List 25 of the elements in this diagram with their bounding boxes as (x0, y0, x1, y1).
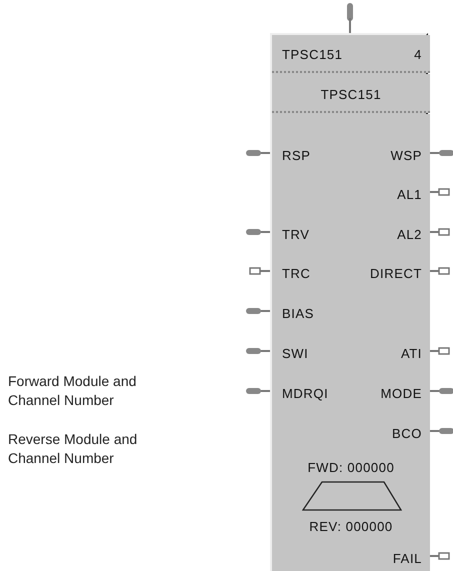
trapezoid-symbol (302, 481, 402, 511)
pin-label: SWI (282, 346, 308, 360)
header-band (272, 35, 430, 73)
pin-label: RSP (282, 148, 311, 162)
pin-label: DIRECT (370, 266, 422, 280)
pin-label: TRC (282, 266, 311, 280)
pin-label: REV: 000000 (309, 518, 393, 534)
block-tag: TPSC151 (282, 46, 343, 62)
pin-label: FAIL (392, 550, 422, 566)
pin-label: BIAS (282, 306, 314, 320)
pin-label: MDRQI (282, 386, 328, 400)
pin-label: FWD: 000000 (308, 460, 394, 474)
pin-label: WSP (390, 148, 422, 162)
annotation-text: Forward Module and Channel Number (8, 372, 138, 410)
pin-label: BCO (392, 426, 422, 440)
pin-label: AL2 (397, 226, 422, 242)
annotation-text: Reverse Module and Channel Number (8, 430, 138, 468)
pin-label: TRV (282, 226, 310, 242)
block-number: 4 (414, 46, 422, 62)
pin-label: ATI (400, 346, 422, 360)
pin-label: MODE (380, 386, 422, 400)
header-band (272, 74, 430, 113)
function-block (270, 33, 428, 571)
pin-label: AL1 (397, 186, 422, 202)
block-name: TPSC151 (320, 86, 382, 102)
